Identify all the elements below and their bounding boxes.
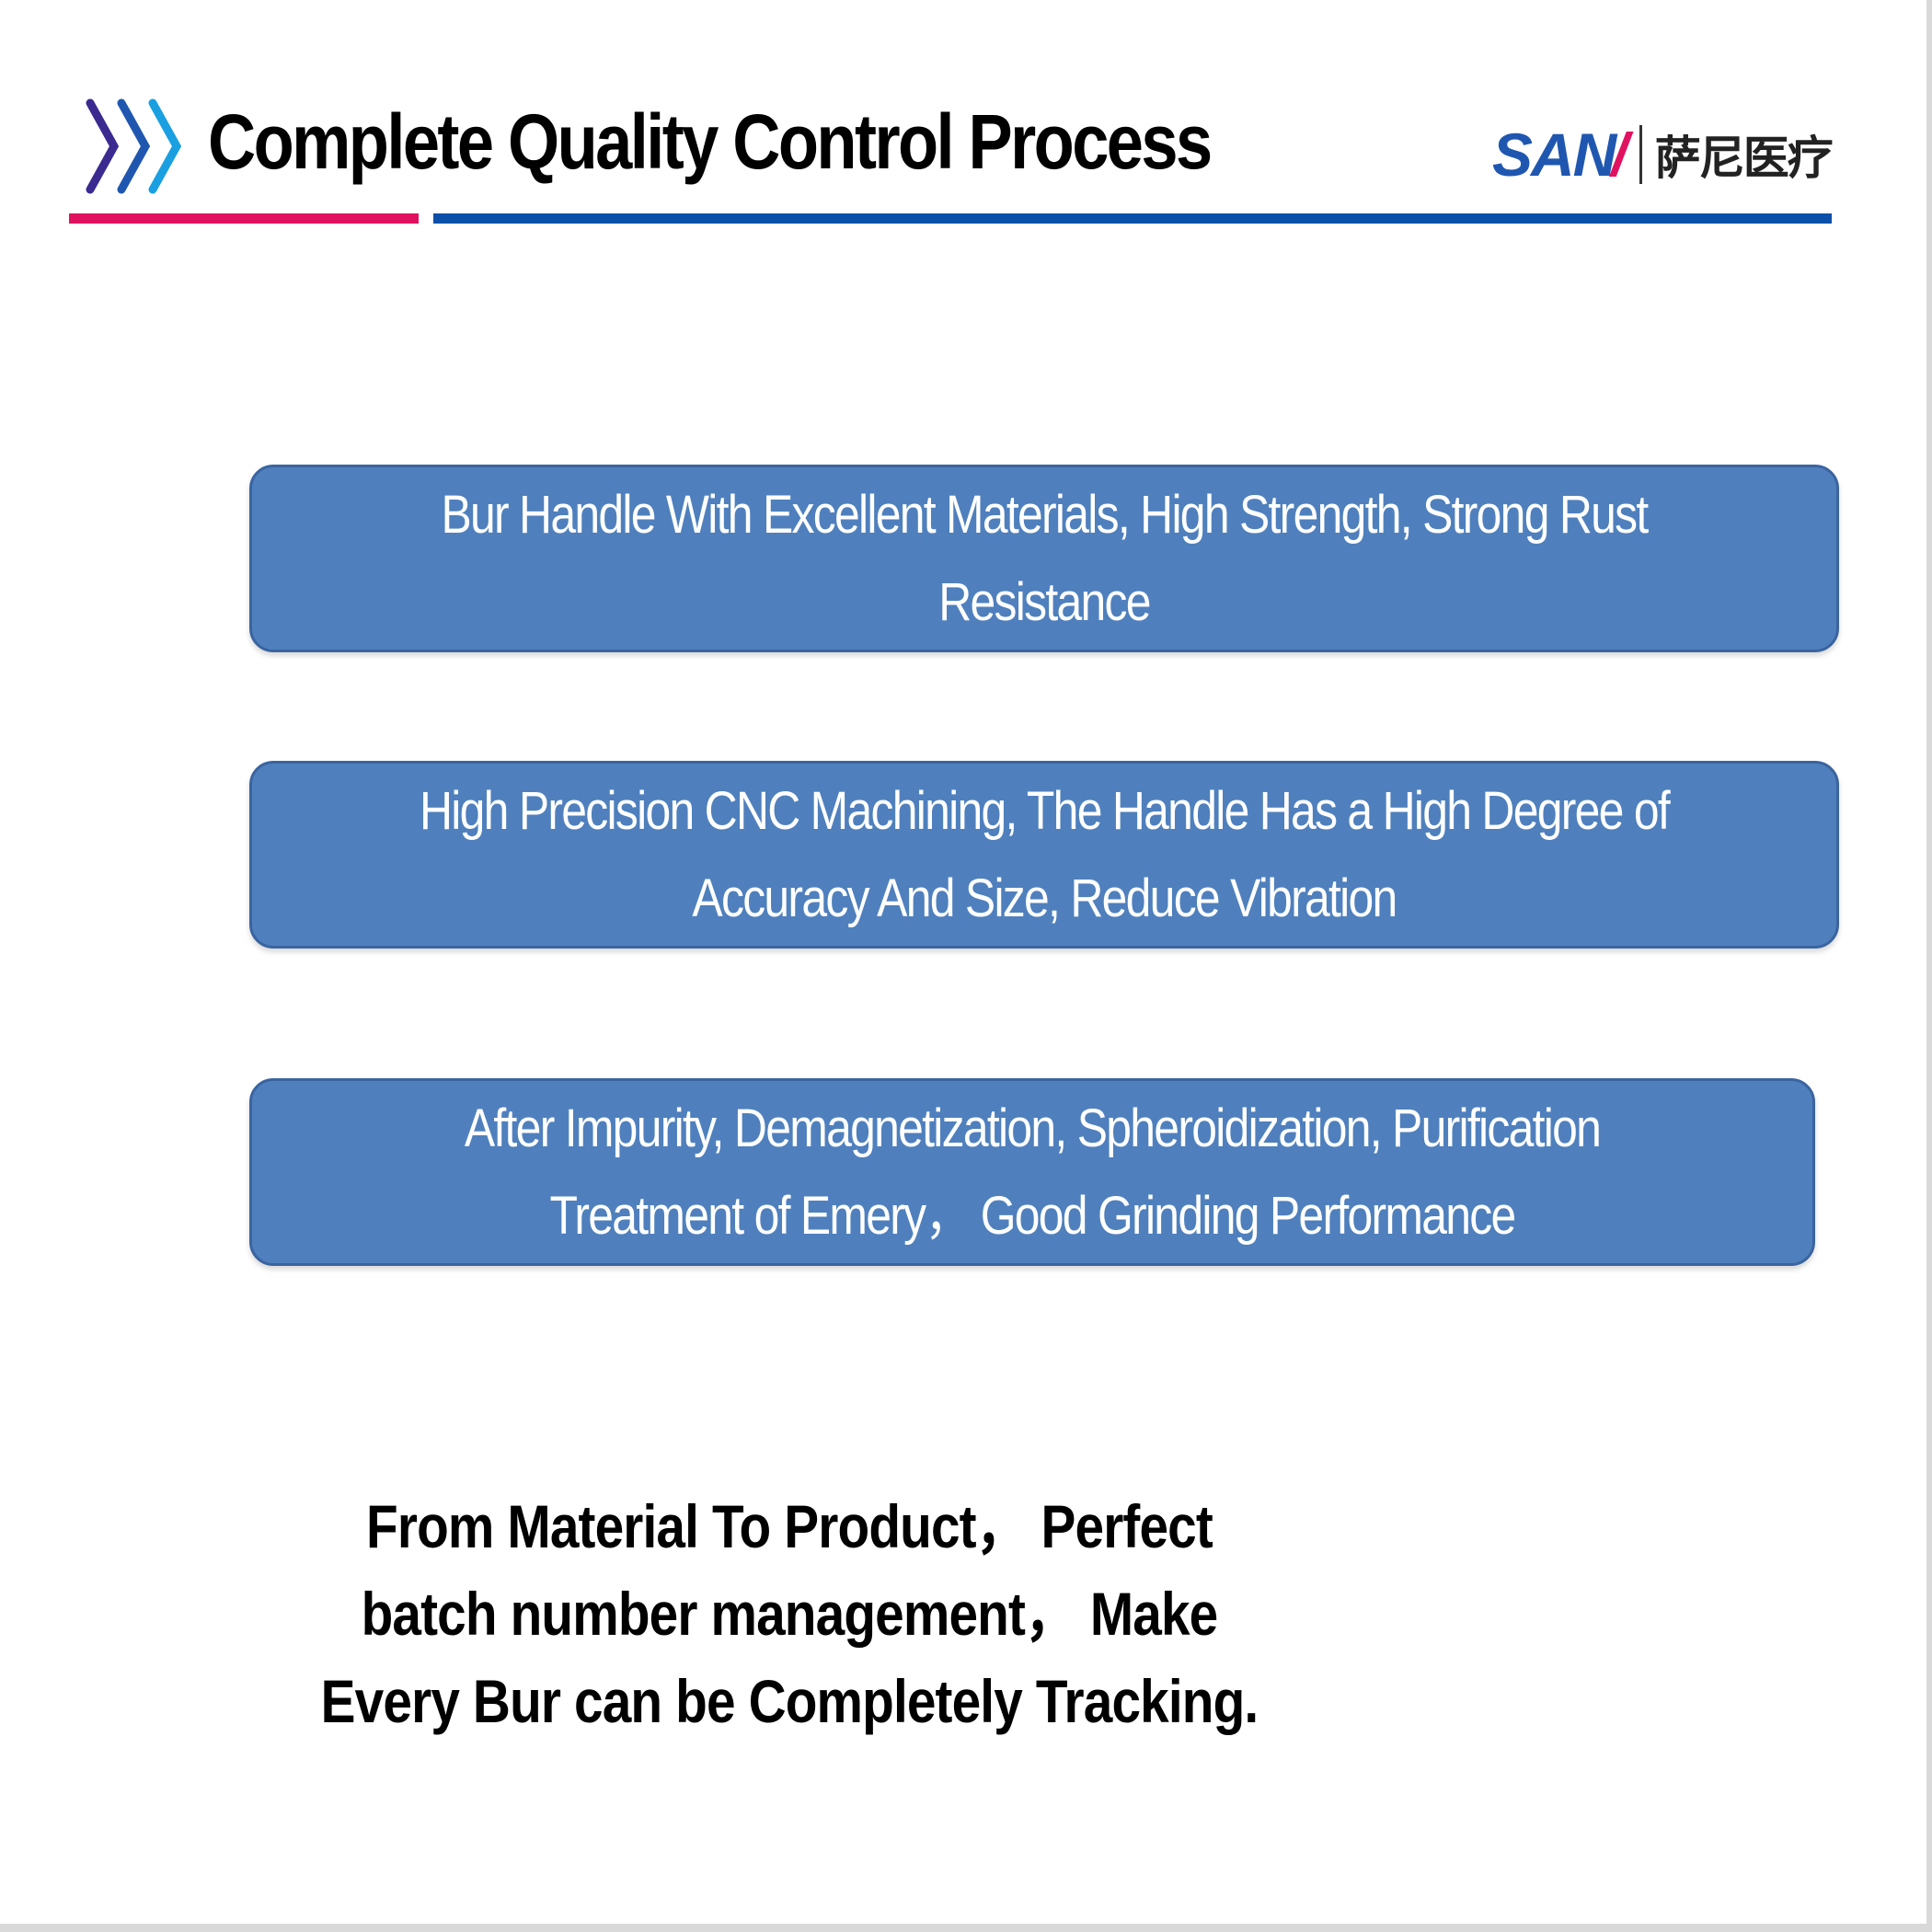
- feature-box-text: High Precision CNC Machining, The Handle…: [419, 781, 1671, 928]
- feature-box-materials: Bur Handle With Excellent Materials, Hig…: [249, 465, 1839, 652]
- logo-separator: [1639, 125, 1642, 184]
- header-rule-accent: [69, 213, 419, 224]
- header-rule-main: [433, 213, 1832, 224]
- page-title: Complete Quality Control Process: [208, 98, 1213, 185]
- logo-slash-mark: /: [1611, 121, 1628, 189]
- feature-box-text: After Impurity, Demagnetization, Spheroi…: [464, 1098, 1602, 1246]
- tracking-statement: From Material To Product， Perfect batch …: [237, 1483, 1341, 1745]
- feature-box-emery-treatment: After Impurity, Demagnetization, Spheroi…: [249, 1078, 1815, 1266]
- feature-box-cnc-machining: High Precision CNC Machining, The Handle…: [249, 761, 1839, 949]
- tracking-statement-text: From Material To Product， Perfect batch …: [320, 1492, 1259, 1735]
- logo-latin-text: SAN: [1492, 121, 1616, 189]
- triple-chevron-right-icon: [86, 98, 182, 194]
- feature-box-text: Bur Handle With Excellent Materials, Hig…: [441, 485, 1649, 632]
- logo-chinese-text: 萨尼医疗: [1654, 132, 1834, 185]
- company-logo: SAN / 萨尼医疗: [1492, 118, 1834, 191]
